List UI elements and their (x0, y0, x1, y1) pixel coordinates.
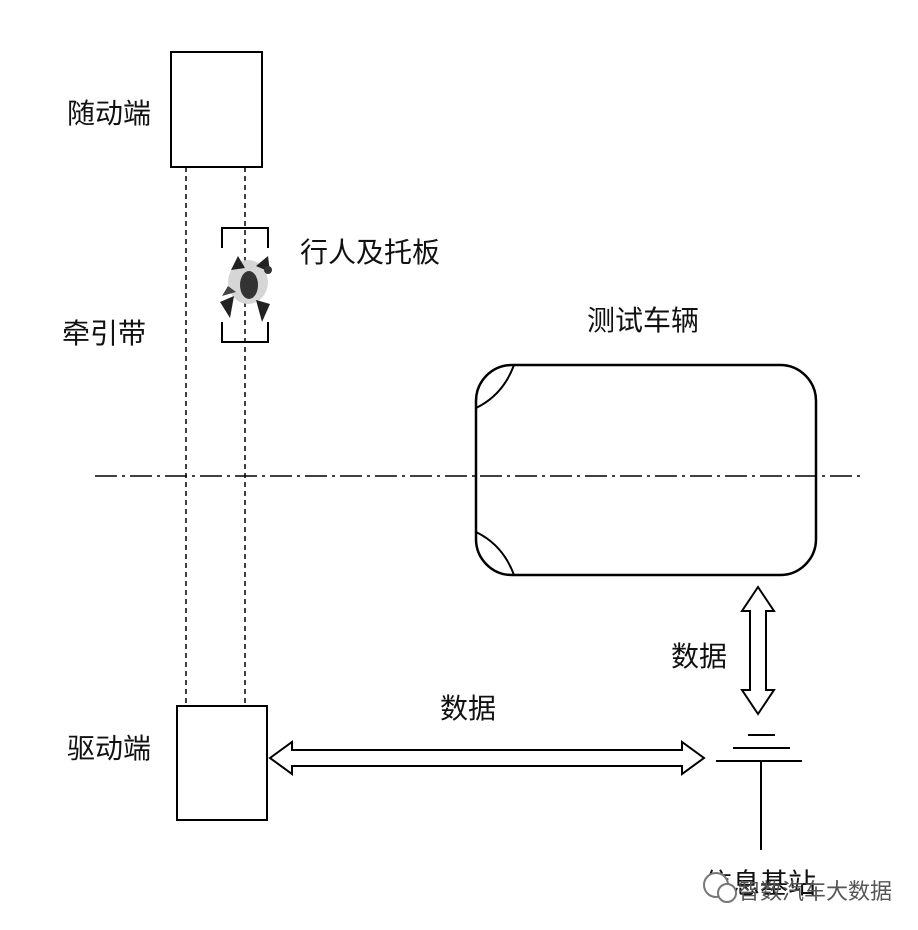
drive-end-label: 驱动端 (67, 732, 151, 765)
pedestrian-plate-label: 行人及托板 (300, 236, 440, 269)
data-arrow-horizontal (268, 740, 706, 776)
plate-bracket-bottom (221, 322, 269, 343)
data-arrow-vertical (740, 585, 776, 716)
pedestrian-plate (220, 227, 272, 343)
base-station-icon (716, 734, 802, 850)
pedestrian-dummy-icon (220, 256, 272, 322)
watermark-text: 智数汽车大数据 (738, 880, 892, 905)
follower-end-box (170, 51, 263, 168)
watermark: 智数汽车大数据 (703, 872, 892, 905)
traction-belt-label: 牵引带 (62, 317, 146, 350)
wechat-logo-icon (703, 872, 737, 903)
vehicle-wheel-arc-top (475, 364, 515, 409)
test-vehicle-body (474, 363, 818, 577)
vehicle-wheel-arc-bottom (475, 531, 515, 576)
follower-end-label: 随动端 (67, 97, 151, 130)
data-label-horizontal: 数据 (440, 692, 496, 725)
data-label-vertical: 数据 (671, 640, 727, 673)
drive-end-box (176, 705, 268, 821)
test-vehicle-label: 测试车辆 (587, 304, 699, 337)
plate-bracket-top (221, 227, 269, 248)
